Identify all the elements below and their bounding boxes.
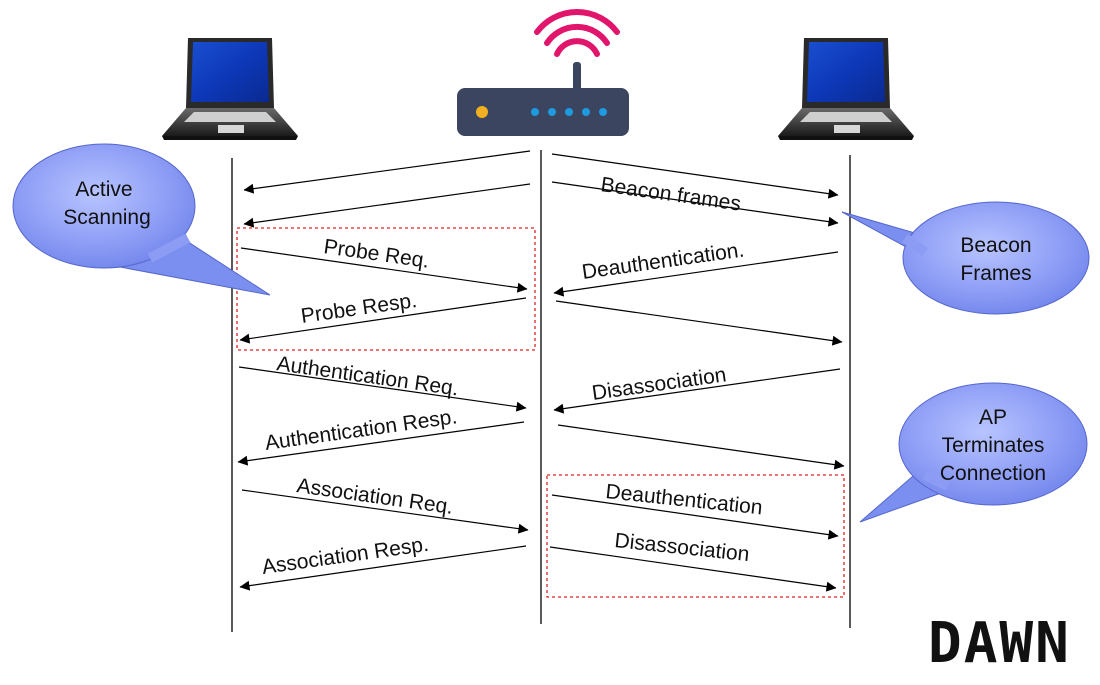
dawn-logo: DAWN	[928, 611, 1071, 676]
beacon-arrow-left-1	[243, 150, 531, 194]
callout-beacon-label: Beacon	[960, 234, 1031, 257]
ap-termination-box	[546, 474, 845, 598]
beacon-arrow-left-2	[243, 183, 531, 228]
callout-frames-label: Frames	[960, 262, 1031, 285]
probe-resp-arrow	[239, 297, 527, 344]
label-association-req: Association Req.	[295, 474, 454, 519]
left-laptop-icon	[162, 38, 298, 140]
disassoc-arrow-1	[553, 368, 841, 414]
beacon-arrow-right-2	[551, 181, 839, 227]
assoc-resp-arrow	[239, 545, 527, 591]
callout-active-label: Active	[75, 178, 132, 201]
callout-ap-label: AP	[979, 406, 1007, 429]
post-deauth-arrow	[555, 300, 843, 346]
deauth-arrow-1	[553, 251, 839, 297]
deauth-arrow-2	[551, 494, 839, 540]
callout-terminates-label: Terminates	[942, 434, 1045, 457]
active-scanning-callout: Active Scanning	[12, 143, 271, 296]
beacon-frames-callout: Beacon Frames	[841, 201, 1090, 315]
assoc-req-arrow	[241, 489, 529, 534]
dawn-logo-text: DAWN	[928, 611, 1071, 676]
label-disassociation-1: Disassociation	[590, 363, 727, 405]
right-laptop-icon	[778, 38, 914, 140]
ap-terminates-callout: AP Terminates Connection	[859, 382, 1088, 523]
auth-resp-arrow	[237, 421, 525, 466]
beacon-arrow-right-1	[551, 153, 839, 199]
label-authentication-req: Authentication Req.	[275, 352, 460, 400]
auth-req-arrow	[238, 366, 527, 412]
probe-req-arrow	[240, 247, 528, 293]
post-disassoc-arrow	[557, 424, 845, 470]
label-beacon-frames: Beacon frames	[599, 173, 742, 215]
label-authentication-resp: Authentication Resp.	[263, 405, 458, 455]
wifi-router-icon	[457, 9, 629, 136]
disassoc-arrow-2	[549, 546, 837, 592]
label-disassociation-2: Disassociation	[613, 529, 750, 566]
callout-connection-label: Connection	[940, 462, 1046, 485]
callout-scanning-label: Scanning	[63, 206, 151, 229]
